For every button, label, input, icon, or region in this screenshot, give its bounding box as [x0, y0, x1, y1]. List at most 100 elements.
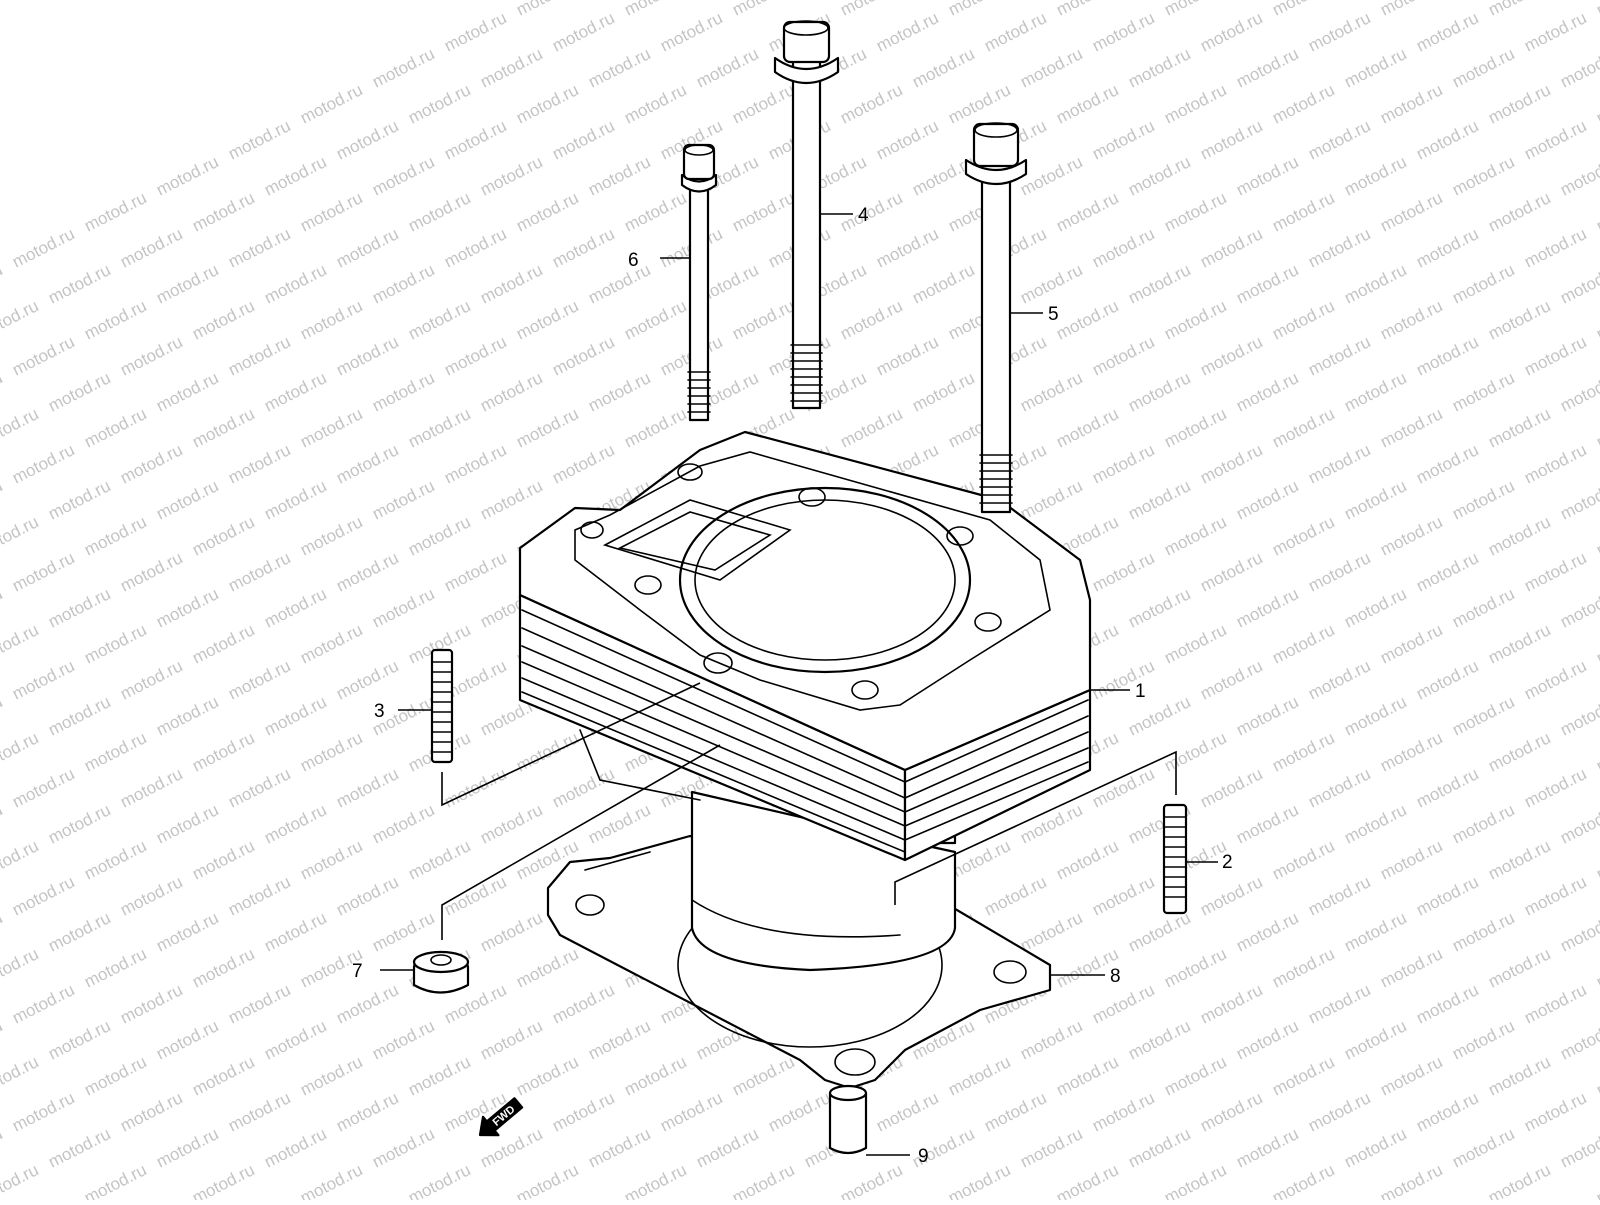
watermark-text: motod.ru — [441, 872, 509, 919]
watermark-text: motod.ru — [9, 440, 77, 487]
watermark-text: motod.ru — [0, 836, 42, 883]
watermark-text: motod.ru — [1053, 836, 1121, 883]
watermark-text: motod.ru — [261, 800, 329, 847]
watermark-text: motod.ru — [405, 296, 473, 343]
watermark-text: motod.ru — [117, 656, 185, 703]
watermark-text: motod.ru — [837, 0, 905, 20]
watermark-text: motod.ru — [1269, 836, 1337, 883]
watermark-text: motod.ru — [1053, 1160, 1121, 1200]
watermark-text: motod.ru — [441, 764, 509, 811]
watermark-text: motod.ru — [81, 728, 149, 775]
watermark-text: motod.ru — [9, 656, 77, 703]
watermark-text: motod.ru — [1089, 980, 1157, 1027]
watermark-text: motod.ru — [405, 80, 473, 127]
watermark-text: motod.ru — [1557, 1124, 1600, 1171]
watermark-text: motod.ru — [0, 584, 6, 631]
watermark-text: motod.ru — [1233, 800, 1301, 847]
watermark-text: motod.ru — [297, 512, 365, 559]
watermark-text: motod.ru — [909, 260, 977, 307]
watermark-text: motod.ru — [513, 296, 581, 343]
watermark-text: motod.ru — [1449, 260, 1517, 307]
watermark-text: motod.ru — [657, 8, 725, 55]
watermark-text: motod.ru — [261, 260, 329, 307]
watermark-text: motod.ru — [1413, 1088, 1481, 1135]
watermark-text: motod.ru — [1449, 152, 1517, 199]
watermark-text: motod.ru — [1521, 980, 1589, 1027]
watermark-text: motod.ru — [1485, 188, 1553, 235]
watermark-text: motod.ru — [189, 188, 257, 235]
watermark-text: motod.ru — [1449, 584, 1517, 631]
watermark-text: motod.ru — [981, 8, 1049, 55]
watermark-text: motod.ru — [1161, 728, 1229, 775]
watermark-text: motod.ru — [585, 800, 653, 847]
watermark-text: motod.ru — [1341, 1016, 1409, 1063]
watermark-text: motod.ru — [1305, 872, 1373, 919]
watermark-text: motod.ru — [513, 728, 581, 775]
watermark-text: motod.ru — [1125, 908, 1193, 955]
watermark-text: motod.ru — [0, 1052, 42, 1099]
watermark-text: motod.ru — [1125, 260, 1193, 307]
watermark-text: motod.ru — [81, 944, 149, 991]
watermark-text: motod.ru — [1377, 944, 1445, 991]
watermark-text: motod.ru — [117, 872, 185, 919]
watermark-text: motod.ru — [873, 1088, 941, 1135]
watermark-text: motod.ru — [261, 152, 329, 199]
watermark-text: motod.ru — [1593, 404, 1600, 451]
watermark-text: motod.ru — [297, 1160, 365, 1200]
watermark-text: motod.ru — [1341, 44, 1409, 91]
watermark-text: motod.ru — [1017, 44, 1085, 91]
watermark-text: motod.ru — [0, 1016, 6, 1063]
watermark-text: motod.ru — [621, 296, 689, 343]
watermark-text: motod.ru — [873, 224, 941, 271]
watermark-text: motod.ru — [1233, 1016, 1301, 1063]
watermark-text: motod.ru — [1593, 728, 1600, 775]
watermark-text: motod.ru — [513, 188, 581, 235]
watermark-text: motod.ru — [1305, 8, 1373, 55]
watermark-text: motod.ru — [1233, 476, 1301, 523]
watermark-text: motod.ru — [1125, 44, 1193, 91]
callout-9: 9 — [918, 1146, 929, 1167]
watermark-text: motod.ru — [9, 224, 77, 271]
watermark-text: motod.ru — [117, 548, 185, 595]
watermark-text: motod.ru — [1485, 1160, 1553, 1200]
watermark-text: motod.ru — [1377, 620, 1445, 667]
watermark-text: motod.ru — [0, 1160, 42, 1200]
watermark-text: motod.ru — [1017, 260, 1085, 307]
watermark-text: motod.ru — [837, 404, 905, 451]
watermark-text: motod.ru — [693, 44, 761, 91]
watermark-text: motod.ru — [621, 1160, 689, 1200]
watermark-text: motod.ru — [1089, 548, 1157, 595]
watermark-text: motod.ru — [45, 368, 113, 415]
watermark-text: motod.ru — [1305, 440, 1373, 487]
callout-labels: 1 2 3 4 5 6 7 8 9 — [352, 205, 1233, 1167]
watermark-text: motod.ru — [1341, 584, 1409, 631]
watermark-text: motod.ru — [189, 1160, 257, 1200]
watermark-text: motod.ru — [1593, 1052, 1600, 1099]
watermark-text: motod.ru — [1017, 152, 1085, 199]
watermark-text: motod.ru — [1017, 800, 1085, 847]
watermark-text: motod.ru — [1269, 728, 1337, 775]
watermark-text: motod.ru — [1197, 548, 1265, 595]
watermark-text: motod.ru — [0, 620, 42, 667]
watermark-text: motod.ru — [81, 620, 149, 667]
watermark-text: motod.ru — [117, 980, 185, 1027]
watermark-text: motod.ru — [261, 908, 329, 955]
watermark-text: motod.ru — [1485, 836, 1553, 883]
watermark-text: motod.ru — [117, 332, 185, 379]
watermark-text: motod.ru — [297, 1052, 365, 1099]
watermark-text: motod.ru — [729, 0, 797, 20]
watermark-text: motod.ru — [45, 584, 113, 631]
watermark-text: motod.ru — [1413, 332, 1481, 379]
watermark-text: motod.ru — [873, 332, 941, 379]
watermark-text: motod.ru — [1521, 224, 1589, 271]
watermark-text: motod.ru — [1197, 440, 1265, 487]
watermark-text: motod.ru — [153, 692, 221, 739]
watermark-text: motod.ru — [0, 296, 42, 343]
watermark-text: motod.ru — [1053, 80, 1121, 127]
watermark-text: motod.ru — [1089, 872, 1157, 919]
watermark-text: motod.ru — [1125, 1016, 1193, 1063]
watermark-text: motod.ru — [1053, 296, 1121, 343]
watermark-text: motod.ru — [153, 908, 221, 955]
watermark-text: motod.ru — [549, 980, 617, 1027]
